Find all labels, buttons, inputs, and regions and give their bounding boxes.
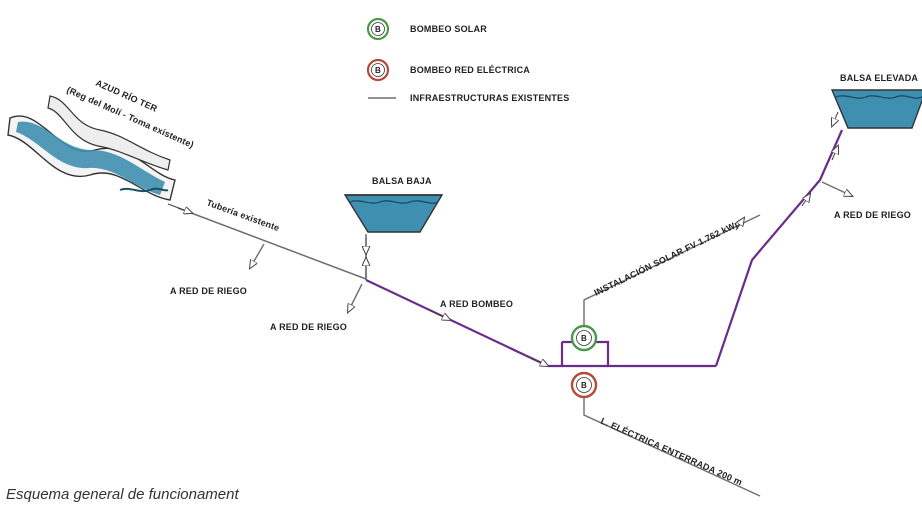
pipe-existing-label: Tubería existente <box>205 197 281 233</box>
impulsion-arrow-2 <box>801 194 810 207</box>
riego-mid-arrow <box>348 283 363 312</box>
impulsion-arrow-3 <box>832 146 838 161</box>
solar-install-line <box>583 214 761 326</box>
balsa-elevada-reservoir <box>830 89 922 129</box>
balsa-baja-reservoir <box>343 194 444 233</box>
azud-river-intake <box>7 95 176 201</box>
electric-line <box>583 397 761 497</box>
balsa-elevada-down-arrow <box>832 111 838 126</box>
intake-flow-arrow <box>167 203 192 213</box>
balsa-baja-label: BALSA BAJA <box>372 176 432 186</box>
riego-left-arrow <box>250 243 265 268</box>
svg-text:B: B <box>581 334 587 343</box>
svg-text:B: B <box>375 66 381 75</box>
legend-solar-pump-icon: B <box>366 17 390 41</box>
red-bombeo-pipe <box>365 279 549 367</box>
riego-right-label: A RED DE RIEGO <box>834 210 911 220</box>
legend-grid-label: BOMBEO RED ELÉCTRICA <box>410 65 530 75</box>
riego-left-label: A RED DE RIEGO <box>170 286 247 296</box>
balsa-elevada-label: BALSA ELEVADA <box>840 73 918 83</box>
svg-text:B: B <box>581 381 587 390</box>
solar-pump-icon: B <box>570 324 598 352</box>
bombeo-arrival-arrow <box>531 357 548 366</box>
existing-pipe-line <box>177 207 367 280</box>
legend: B BOMBEO SOLAR B BOMBEO RED ELÉCTRICA IN… <box>366 17 569 103</box>
impulsion-pipe <box>714 129 844 367</box>
impulsion-arrow-1 <box>735 218 744 231</box>
solar-install-label: INSTALACIÓN SOLAR FV 1.762 kWp <box>592 217 742 298</box>
figure-caption: Esquema general de funcionament <box>6 486 239 503</box>
manifold-left <box>548 342 564 368</box>
svg-text:B: B <box>375 25 381 34</box>
electric-line-label: L. ELÉCTRICA ENTERRADA 200 m <box>599 416 744 488</box>
legend-grid-pump-icon: B <box>366 58 390 82</box>
red-bombeo-label: A RED BOMBEO <box>440 299 513 309</box>
bombeo-flow-arrow <box>429 309 450 320</box>
riego-right-arrow <box>821 181 852 196</box>
legend-solar-label: BOMBEO SOLAR <box>410 24 487 34</box>
grid-pump-icon: B <box>570 371 598 399</box>
riego-mid-label: A RED DE RIEGO <box>270 322 347 332</box>
legend-existing-label: INFRAESTRUCTURAS EXISTENTES <box>410 93 569 103</box>
